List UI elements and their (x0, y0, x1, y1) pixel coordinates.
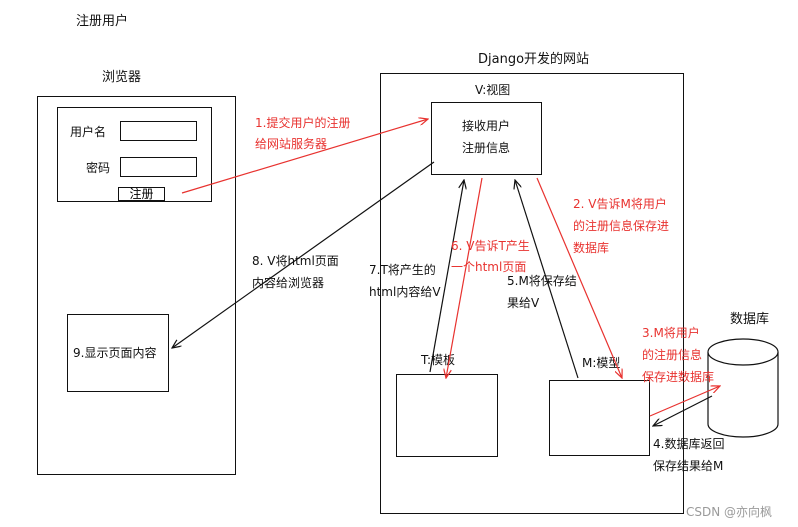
step4-line2: 保存结果给M (653, 459, 724, 473)
step6-line2: 一个html页面 (451, 260, 527, 274)
register-button[interactable]: 注册 (118, 187, 165, 201)
browser-frame (37, 96, 236, 475)
step8-line2: 内容给浏览器 (252, 276, 325, 290)
arrow-step3 (649, 386, 720, 417)
arrow-step8 (172, 161, 435, 348)
step7-line1: 7.T将产生的 (369, 263, 436, 277)
step2-line2: 的注册信息保存进 (573, 219, 670, 233)
arrow-step7 (429, 180, 464, 373)
page-title: 注册用户 (76, 14, 129, 29)
arrow-step2 (536, 177, 622, 378)
arrow-step4 (653, 395, 713, 426)
step7-line2: html内容给V (369, 285, 441, 299)
password-field[interactable] (120, 157, 197, 177)
view-box (431, 102, 542, 175)
model-label: M:模型 (582, 356, 621, 370)
username-label: 用户名 (70, 125, 107, 139)
step1-line2: 给网站服务器 (255, 137, 328, 151)
watermark: CSDN @亦向枫 (686, 505, 773, 519)
arrow-step1 (181, 119, 428, 194)
step2-line1: 2. V告诉M将用户 (573, 197, 667, 211)
step3-line3: 保存进数据库 (642, 370, 715, 384)
step2-line3: 数据库 (573, 241, 610, 255)
view-text-line2: 注册信息 (462, 141, 511, 155)
website-frame (380, 73, 684, 514)
template-label: T:模板 (421, 353, 456, 367)
step8-line1: 8. V将html页面 (252, 254, 339, 268)
view-text-line1: 接收用户 (462, 119, 511, 133)
step4-line1: 4.数据库返回 (653, 437, 725, 451)
step6-line1: 6. V告诉T产生 (451, 239, 530, 253)
step3-line2: 的注册信息 (642, 348, 703, 362)
view-label: V:视图 (475, 83, 511, 97)
display-content-label: 9.显示页面内容 (73, 346, 157, 360)
display-area (67, 314, 169, 392)
model-box (549, 380, 650, 456)
arrow-step6 (446, 177, 483, 378)
register-form (57, 107, 212, 202)
website-title: Django开发的网站 (478, 52, 590, 67)
step5-line2: 果给V (507, 296, 540, 310)
arrow-step5 (515, 180, 579, 379)
step1-line1: 1.提交用户的注册 (255, 116, 351, 130)
password-label: 密码 (86, 161, 111, 175)
database-cylinder (707, 338, 779, 438)
browser-title: 浏览器 (102, 70, 142, 85)
step3-line1: 3.M将用户 (642, 326, 700, 340)
database-label: 数据库 (730, 312, 770, 327)
step5-line1: 5.M将保存结 (507, 274, 577, 288)
username-field[interactable] (120, 121, 197, 141)
